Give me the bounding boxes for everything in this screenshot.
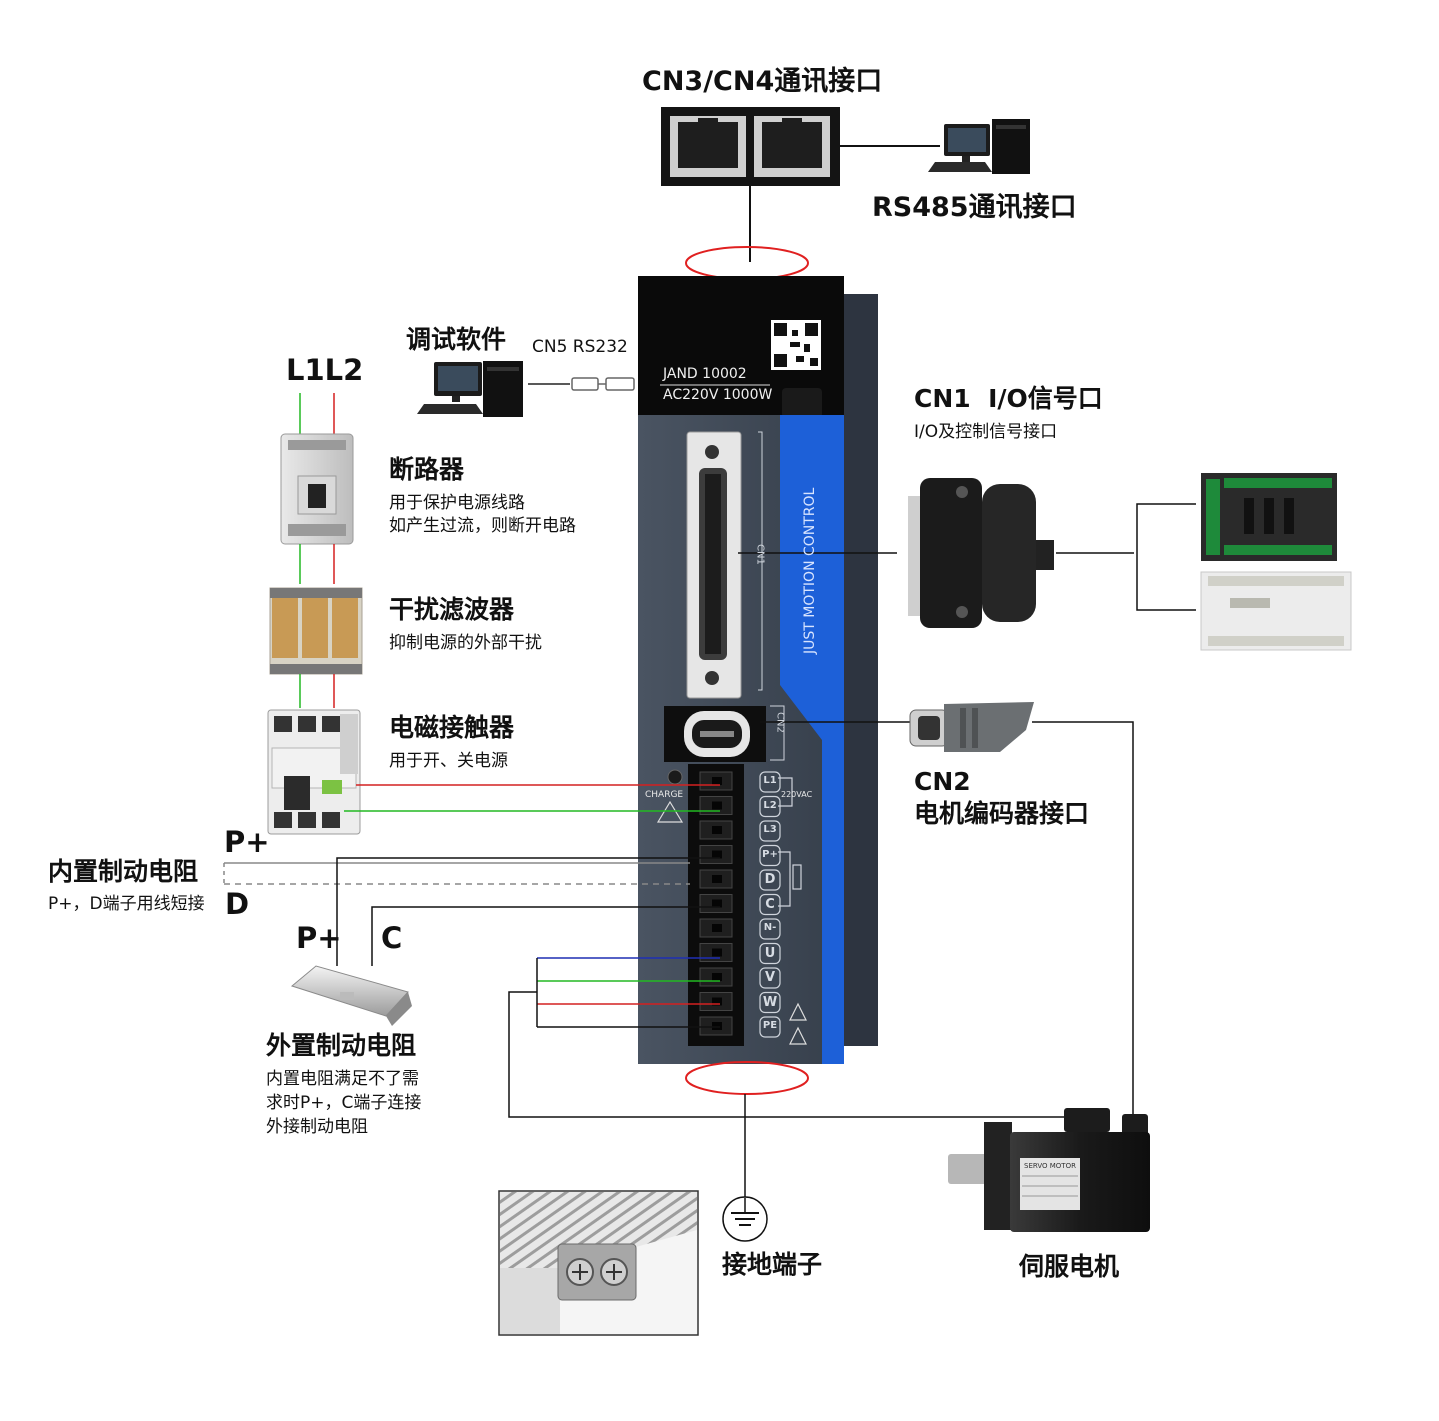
ground-terminal-photo bbox=[498, 1190, 699, 1336]
external-brake-desc-1: 内置电阻满足不了需 bbox=[266, 1069, 419, 1089]
external-brake-desc-3: 外接制动电阻 bbox=[266, 1117, 368, 1137]
terminal-hole bbox=[712, 777, 722, 785]
terminal-badge bbox=[759, 918, 781, 940]
terminal-hole bbox=[712, 948, 722, 957]
rs485-title: RS485通讯接口 bbox=[872, 192, 1077, 223]
contactor-desc: 用于开、关电源 bbox=[389, 751, 508, 771]
terminal-label: P+ bbox=[762, 848, 778, 860]
motor-nameplate: SERVO MOTOR bbox=[1024, 1162, 1076, 1170]
drive-model: JAND 10002 bbox=[663, 366, 747, 382]
cn2-mark: CN2 bbox=[774, 712, 786, 733]
terminal-label: PE bbox=[762, 1020, 778, 1031]
terminal-badge bbox=[759, 771, 781, 793]
c-label: C bbox=[381, 921, 403, 955]
external-brake-title: 外置制动电阻 bbox=[266, 1031, 417, 1060]
terminal-badge bbox=[759, 844, 781, 867]
terminal-label: N- bbox=[763, 922, 777, 933]
filter-title: 干扰滤波器 bbox=[389, 595, 515, 624]
terminal-hole bbox=[712, 801, 722, 810]
contactor-title: 电磁接触器 bbox=[389, 713, 515, 742]
servo-motor-label: 伺服电机 bbox=[1019, 1252, 1120, 1281]
terminal-hole bbox=[712, 826, 722, 834]
terminal-hole bbox=[712, 899, 722, 908]
breaker-desc-2: 如产生过流，则断开电路 bbox=[389, 516, 576, 536]
terminal-badge bbox=[759, 869, 781, 891]
pc-icon-rs485 bbox=[928, 119, 1030, 174]
cn1-title: CN1 I/O信号口 bbox=[914, 384, 1103, 413]
terminal-badge bbox=[759, 991, 781, 1014]
terminal-badge bbox=[759, 942, 781, 965]
servo-drive bbox=[638, 276, 878, 1064]
terminal-label: L1 bbox=[763, 775, 777, 786]
l1l2-label: L1L2 bbox=[286, 353, 364, 387]
contactor-icon bbox=[267, 709, 361, 835]
terminal-label: C bbox=[765, 896, 775, 912]
drive-rating: AC220V 1000W bbox=[663, 387, 773, 403]
breaker-title: 断路器 bbox=[389, 455, 465, 484]
cn2-title: CN2 bbox=[914, 767, 971, 796]
servo-motor-icon bbox=[948, 1108, 1150, 1232]
internal-brake-title: 内置制动电阻 bbox=[48, 857, 199, 886]
d-label: D bbox=[225, 887, 250, 921]
terminal-hole bbox=[712, 875, 722, 883]
terminal-label: D bbox=[764, 872, 776, 887]
ground-terminal-label: 接地端子 bbox=[722, 1250, 823, 1279]
cn5-label: CN5 RS232 bbox=[532, 337, 628, 357]
terminal-slots bbox=[699, 771, 733, 1036]
terminal-badge bbox=[759, 967, 781, 989]
p-plus-external-label: P+ bbox=[296, 921, 342, 955]
terminal-badge bbox=[759, 1016, 781, 1038]
terminal-badge bbox=[759, 820, 781, 842]
qr-code-icon bbox=[771, 320, 821, 370]
cn2-desc: 电机编码器接口 bbox=[914, 799, 1090, 828]
debug-software-title: 调试软件 bbox=[406, 325, 507, 354]
terminal-badge bbox=[759, 893, 781, 916]
cn1-plug-icon bbox=[908, 478, 1054, 628]
external-brake-desc-2: 求时P+，C端子连接 bbox=[266, 1093, 422, 1113]
internal-brake-desc: P+，D端子用线短接 bbox=[48, 894, 205, 914]
charge-label: CHARGE bbox=[645, 790, 684, 800]
cn1-mark: CN1 bbox=[754, 544, 766, 565]
usb-cable-icon bbox=[571, 377, 635, 391]
drive-brand-vertical: JUST MOTION CONTROL bbox=[802, 487, 818, 654]
breaker-desc-1: 用于保护电源线路 bbox=[389, 493, 525, 513]
terminal-hole bbox=[712, 997, 722, 1006]
cn3-cn4-title: CN3/CN4通讯接口 bbox=[642, 66, 883, 97]
terminal-label: W bbox=[762, 994, 778, 1010]
circuit-breaker-icon bbox=[280, 433, 354, 545]
terminal-hole bbox=[712, 924, 722, 932]
terminal-label: L3 bbox=[763, 824, 777, 835]
terminal-hole bbox=[712, 1022, 722, 1030]
terminal-label: V bbox=[764, 970, 776, 985]
noise-filter-icon bbox=[269, 587, 363, 675]
vac-label: 220VAC bbox=[781, 790, 813, 799]
terminal-label: L2 bbox=[763, 799, 777, 811]
rj45-ports-icon bbox=[661, 107, 840, 186]
cn1-desc: I/O及控制信号接口 bbox=[914, 422, 1058, 442]
terminal-hole bbox=[712, 973, 722, 981]
cn2-plug-icon bbox=[909, 702, 1034, 752]
filter-desc: 抑制电源的外部干扰 bbox=[389, 633, 542, 653]
terminal-label: U bbox=[764, 945, 776, 961]
p-plus-top-label: P+ bbox=[224, 825, 270, 859]
ground-symbol-icon bbox=[722, 1196, 768, 1242]
terminal-hole bbox=[712, 850, 722, 859]
plc-icon bbox=[1200, 571, 1352, 651]
external-brake-resistor-icon bbox=[290, 965, 412, 1026]
pc-icon-debug bbox=[417, 361, 523, 417]
motion-controller-icon bbox=[1201, 473, 1337, 561]
